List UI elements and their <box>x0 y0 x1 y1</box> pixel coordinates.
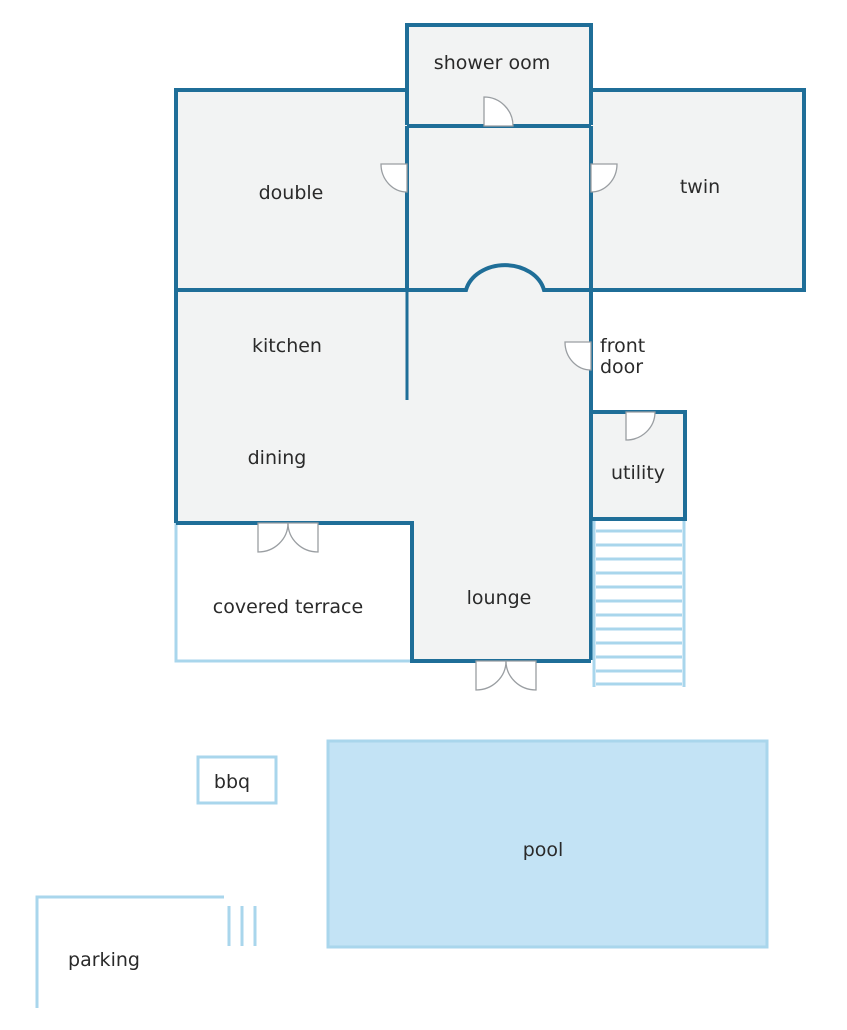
label-front-door-1: front <box>600 335 645 357</box>
covered-terrace-outline <box>174 523 412 663</box>
label-twin: twin <box>680 176 720 198</box>
label-shower: shower oom <box>434 52 550 74</box>
label-utility: utility <box>611 462 665 484</box>
label-lounge: lounge <box>467 587 532 609</box>
label-dining: dining <box>248 447 307 469</box>
lounge-door-left-icon <box>475 660 507 691</box>
parking-outline <box>35 895 257 1008</box>
double-door-icon <box>380 163 408 193</box>
label-kitchen: kitchen <box>252 335 322 357</box>
label-double: double <box>259 182 324 204</box>
front-door-icon <box>564 341 592 371</box>
pool-shape <box>326 739 769 949</box>
twin-door-icon <box>590 163 618 193</box>
label-bbq: bbq <box>214 771 250 793</box>
label-covered-terrace: covered terrace <box>213 596 363 618</box>
terrace-door-left-icon <box>257 522 289 553</box>
room-labels: shower oom double twin kitchen front doo… <box>68 52 720 971</box>
label-parking: parking <box>68 949 140 971</box>
utility-door-icon <box>625 411 656 441</box>
shower-door-icon <box>483 96 514 127</box>
stairs <box>592 521 686 687</box>
bbq-box <box>196 755 278 805</box>
label-front-door-2: door <box>600 356 643 378</box>
label-pool: pool <box>523 839 564 861</box>
doors <box>257 96 656 691</box>
lounge-door-right-icon <box>505 660 537 691</box>
terrace-door-right-icon <box>287 522 319 553</box>
